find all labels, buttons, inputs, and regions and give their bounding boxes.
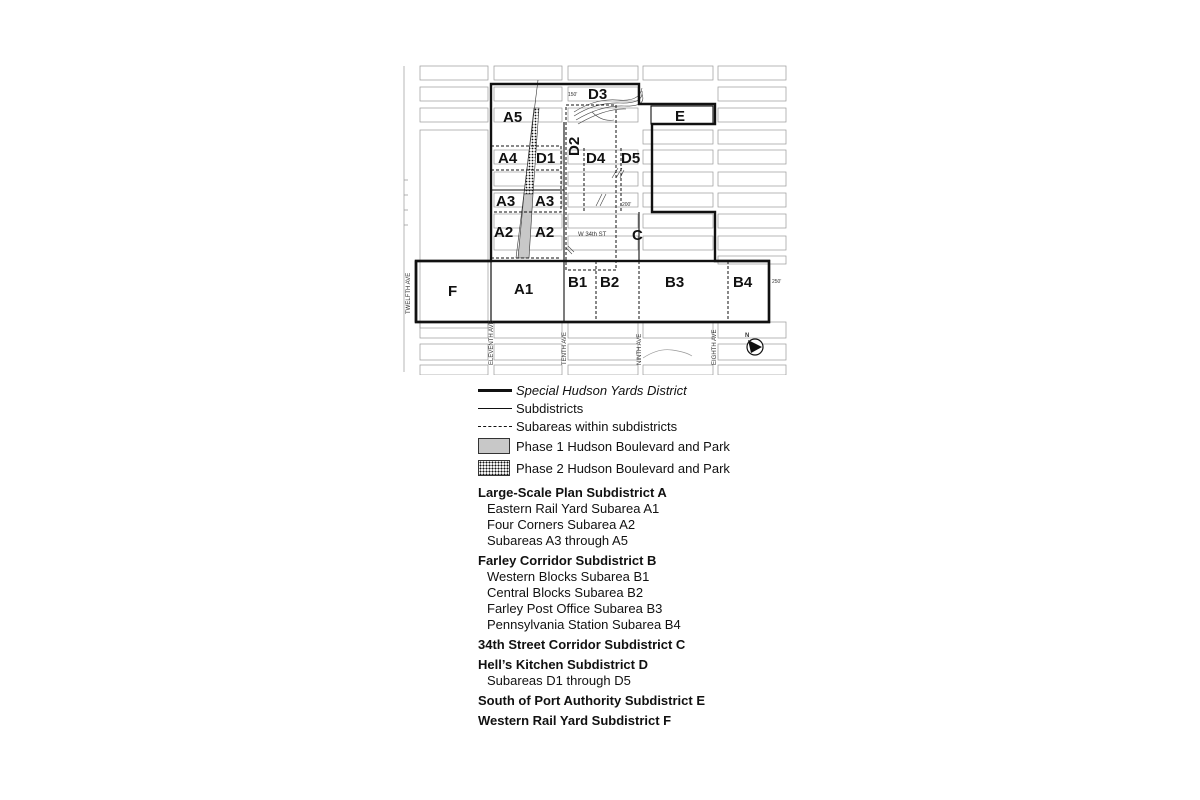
label-a1: A1 — [514, 281, 533, 298]
gray-box-swatch — [478, 438, 512, 454]
legend-item-special-district: Special Hudson Yards District — [478, 381, 798, 399]
street-grid — [419, 65, 787, 375]
label-d2: D2 — [566, 137, 583, 156]
district-map-svg: D3 A5 E A4 D1 D2 D4 D5 A3 A3 A2 A2 C F A… — [403, 65, 787, 375]
north-label: N — [745, 333, 749, 339]
thick-line-swatch — [478, 382, 512, 398]
ave-tenth: TENTH AVE — [562, 332, 568, 365]
north-arrow-icon: N — [745, 333, 764, 356]
southern-boundary — [414, 259, 771, 324]
section-title: Hell’s Kitchen Subdistrict D — [478, 657, 648, 672]
district-map: D3 A5 E A4 D1 D2 D4 D5 A3 A3 A2 A2 C F A… — [396, 60, 796, 375]
label-b1: B1 — [568, 274, 587, 291]
section-subdistrict-c: 34th Street Corridor Subdistrict C — [478, 637, 798, 653]
label-a5: A5 — [503, 109, 522, 126]
section-item: Pennsylvania Station Subarea B4 — [487, 617, 681, 632]
legend-label: Subareas within subdistricts — [516, 418, 678, 434]
c-ramp-marks — [565, 245, 575, 255]
d2-ramp-marks — [595, 193, 607, 207]
label-b2: B2 — [600, 274, 619, 291]
pier-ticks — [404, 179, 408, 226]
dim-200: 200' — [622, 202, 631, 208]
legend-label: Phase 2 Hudson Boulevard and Park — [516, 460, 730, 476]
section-item: Central Blocks Subarea B2 — [487, 585, 644, 600]
section-title: Farley Corridor Subdistrict B — [478, 553, 657, 568]
section-title: South of Port Authority Subdistrict E — [478, 693, 706, 708]
label-d1: D1 — [536, 150, 555, 167]
legend-label: Subdistricts — [516, 400, 584, 416]
section-title: Western Rail Yard Subdistrict F — [478, 713, 672, 728]
d4-ramp-marks — [611, 167, 625, 179]
dashed-line-swatch — [478, 418, 512, 434]
legend-item-phase1: Phase 1 Hudson Boulevard and Park — [478, 435, 798, 457]
street-w34th: W 34th ST — [578, 232, 607, 238]
ave-ninth: NINTH AVE — [637, 334, 643, 365]
section-item: Western Blocks Subarea B1 — [487, 569, 650, 584]
dotted-box-swatch — [478, 460, 512, 476]
legend-item-subdistricts: Subdistricts — [478, 399, 798, 417]
legend-item-subareas: Subareas within subdistricts — [478, 417, 798, 435]
label-d3: D3 — [588, 86, 607, 103]
ave-eleventh: ELEVENTH AVE — [489, 320, 495, 365]
section-item: Eastern Rail Yard Subarea A1 — [487, 501, 660, 516]
thin-line-swatch — [478, 400, 512, 416]
label-b4: B4 — [733, 274, 753, 291]
ave-eighth: EIGHTH AVE — [712, 329, 718, 365]
section-item: Four Corners Subarea A2 — [487, 517, 636, 532]
section-item: Subareas A3 through A5 — [487, 533, 628, 548]
label-d5: D5 — [621, 150, 640, 167]
section-item: Subareas D1 through D5 — [487, 673, 631, 688]
label-f: F — [448, 283, 457, 300]
section-subdistrict-a: Large-Scale Plan Subdistrict A Eastern R… — [478, 485, 798, 549]
section-title: 34th Street Corridor Subdistrict C — [478, 637, 686, 652]
legend: Special Hudson Yards District Subdistric… — [478, 381, 798, 729]
dim-250: 250' — [772, 279, 781, 285]
legend-label: Special Hudson Yards District — [516, 382, 687, 398]
curved-street — [642, 349, 693, 359]
label-e: E — [675, 108, 685, 125]
label-a4: A4 — [498, 150, 518, 167]
hudson-boulevard-line — [515, 79, 539, 259]
section-subdistrict-b: Farley Corridor Subdistrict B Western Bl… — [478, 553, 798, 633]
special-district-boundary — [414, 82, 771, 324]
label-d4: D4 — [586, 150, 606, 167]
section-item: Farley Post Office Subarea B3 — [487, 601, 663, 616]
label-a3-left: A3 — [496, 193, 515, 210]
label-a2-left: A2 — [494, 224, 513, 241]
ave-twelfth: TWELFTH AVE — [406, 273, 412, 314]
section-subdistrict-d: Hell’s Kitchen Subdistrict D Subareas D1… — [478, 657, 798, 689]
d3-ramp-lines — [573, 87, 644, 125]
dim-150: 150' — [568, 92, 577, 98]
legend-item-phase2: Phase 2 Hudson Boulevard and Park — [478, 457, 798, 479]
label-c: C — [632, 227, 643, 244]
label-b3: B3 — [665, 274, 684, 291]
label-a2-right: A2 — [535, 224, 554, 241]
section-subdistrict-e: South of Port Authority Subdistrict E — [478, 693, 798, 709]
label-a3-right: A3 — [535, 193, 554, 210]
section-subdistrict-f: Western Rail Yard Subdistrict F — [478, 713, 798, 729]
legend-label: Phase 1 Hudson Boulevard and Park — [516, 438, 730, 454]
section-title: Large-Scale Plan Subdistrict A — [478, 485, 667, 500]
